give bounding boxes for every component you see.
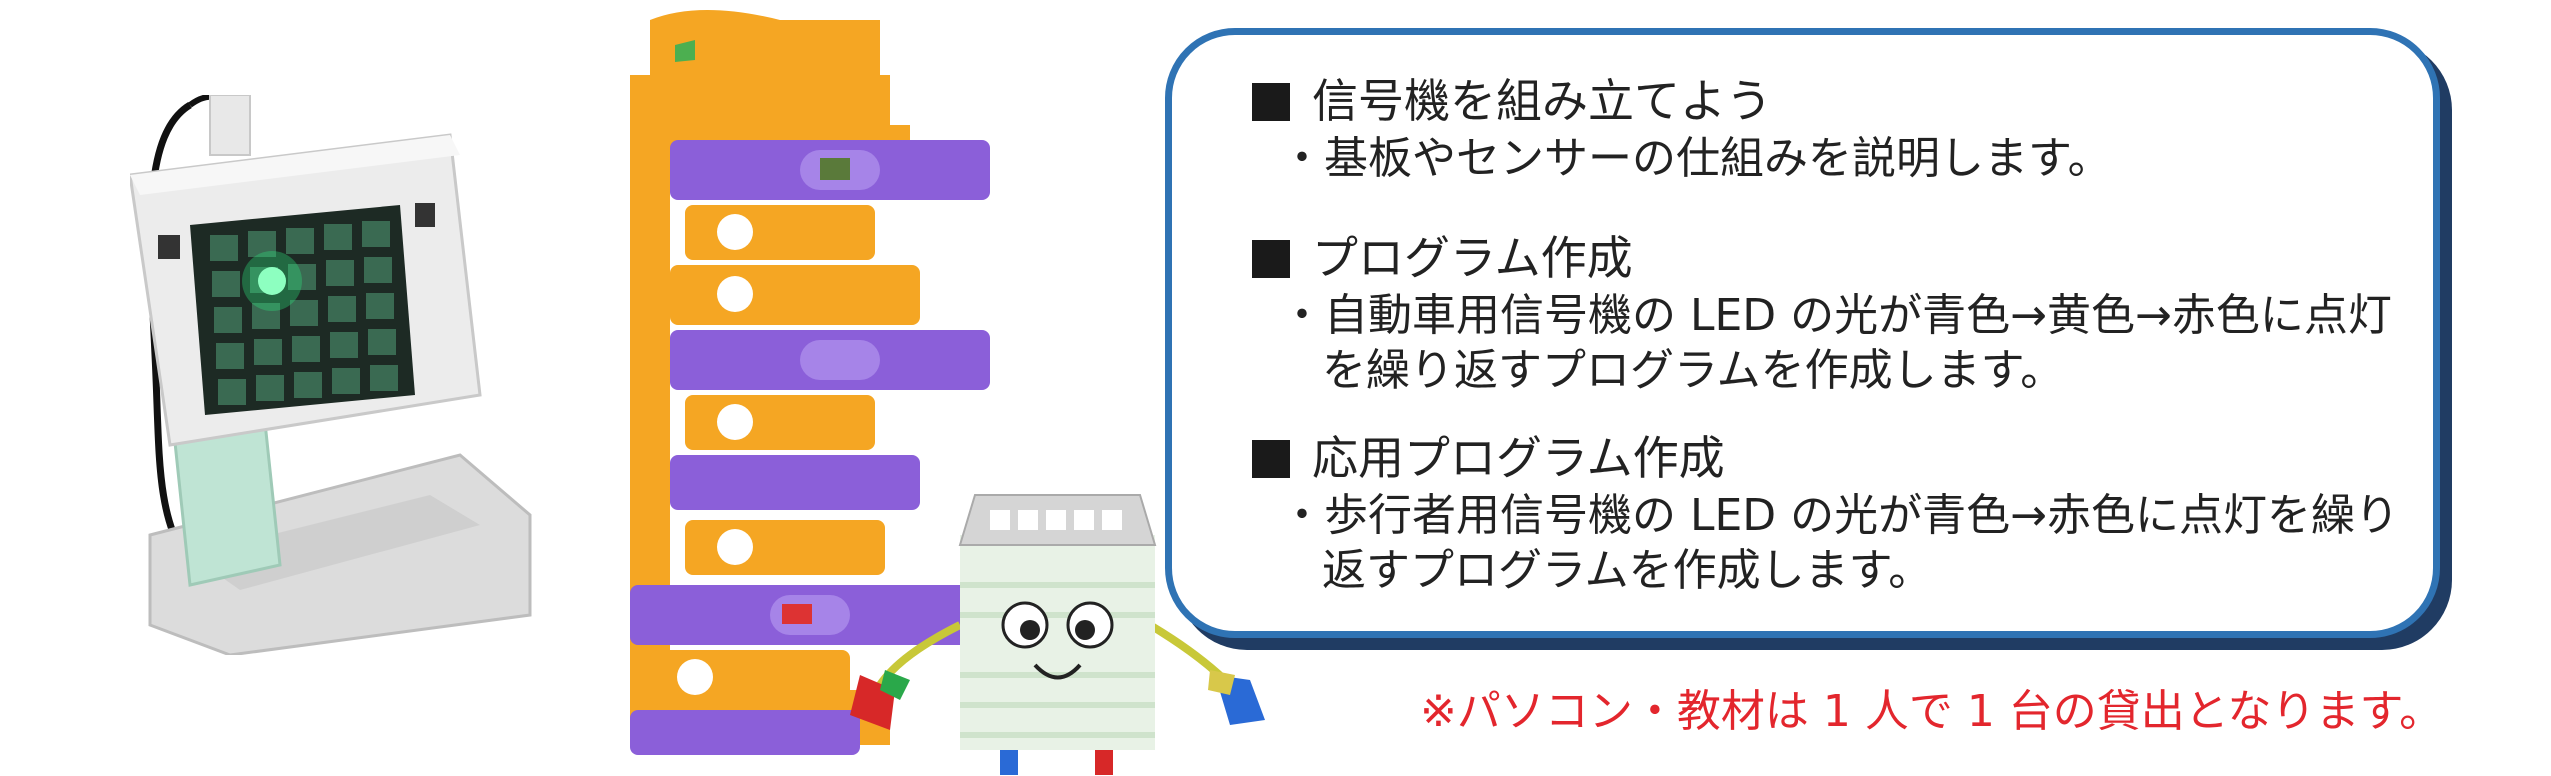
- robot-mascot-image: [850, 494, 1265, 775]
- section-description: ・歩行者用信号機の LED の光が青色→赤色に点灯を繰り返すプログラムを作成しま…: [1280, 489, 2400, 596]
- info-section-assembly: 信号機を組み立てよう ・基板やセンサーの仕組みを説明します。: [1252, 73, 2402, 186]
- square-bullet-icon: [1252, 83, 1290, 121]
- info-section-applied-program: 応用プログラム作成 ・歩行者用信号機の LED の光が青色→赤色に点灯を繰り返す…: [1252, 430, 2402, 598]
- square-bullet-icon: [1252, 240, 1290, 278]
- course-info-box: 信号機を組み立てよう ・基板やセンサーの仕組みを説明します。 プログラム作成 ・…: [1165, 28, 2440, 638]
- square-bullet-icon: [1252, 440, 1290, 478]
- section-description: ・基板やセンサーの仕組みを説明します。: [1280, 132, 2112, 184]
- section-description: ・自動車用信号機の LED の光が青色→黄色→赤色に点灯を繰り返すプログラムを作…: [1280, 289, 2392, 396]
- micro-controller-device-image: [130, 95, 532, 655]
- section-title: 信号機を組み立てよう: [1252, 73, 2402, 131]
- section-title: 応用プログラム作成: [1252, 430, 2402, 488]
- info-section-program: プログラム作成 ・自動車用信号機の LED の光が青色→黄色→赤色に点灯を繰り返…: [1252, 230, 2402, 398]
- rental-notice: ※パソコン・教材は 1 人で 1 台の貸出となります。: [1420, 686, 2444, 737]
- section-title: プログラム作成: [1252, 230, 2402, 288]
- scratch-code-blocks-image: [630, 10, 990, 755]
